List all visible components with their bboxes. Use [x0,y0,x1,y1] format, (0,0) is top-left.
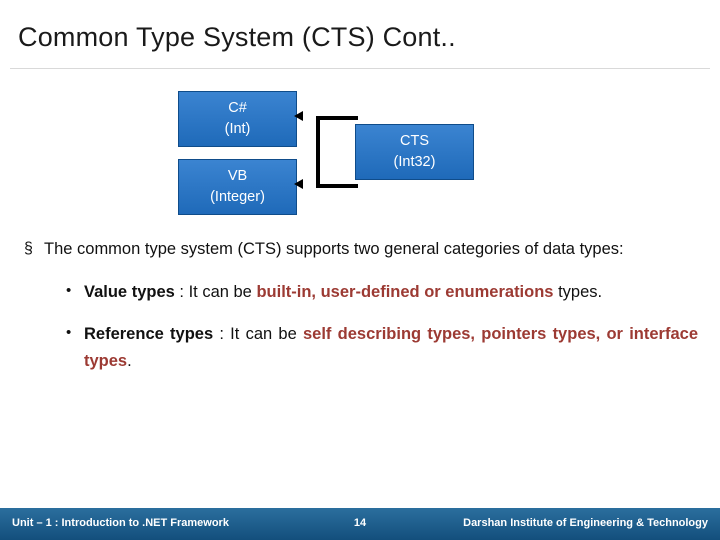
bullet-reference-types: • Reference types : It can be self descr… [18,321,698,374]
reference-types-tail: . [127,352,132,371]
diagram-box-vb: VB (Integer) [178,159,297,215]
slide-footer: Unit – 1 : Introduction to .NET Framewor… [0,508,720,540]
value-types-tail: types. [553,282,603,301]
reference-types-label: Reference types [84,325,214,344]
value-types-label: Value types [84,282,175,301]
diagram-box-vb-line1: VB [227,167,248,184]
value-types-highlight: built-in, user-defined or enumerations [256,282,554,301]
diagram-box-csharp: C# (Int) [178,91,297,147]
diagram-box-cts-line1: CTS [400,132,429,149]
diagram-box-csharp-line2: (Int) [224,121,251,137]
diagram-box-cts: CTS (Int32) [355,124,474,180]
arrow-to-vb-icon [294,179,303,189]
diagram-box-cts-line2: (Int32) [393,154,436,170]
reference-types-highlight: self describing types, pointers types, o… [84,325,698,371]
bullet-marker-section: § [24,240,33,257]
connector-horizontal-bottom [316,184,358,188]
connector-horizontal-top [316,116,358,120]
bullet-marker-dot-2: • [66,324,72,342]
footer-institute-label: Darshan Institute of Engineering & Techn… [463,517,708,529]
title-divider [10,68,710,69]
bullet-value-types: • Value types : It can be built-in, user… [18,279,698,306]
slide-body: § The common type system (CTS) supports … [18,236,708,375]
footer-unit-label: Unit – 1 : Introduction to .NET Framewor… [12,517,229,529]
connector-vertical [316,116,320,188]
footer-page-number: 14 [353,517,367,529]
diagram-box-csharp-line1: C# [228,99,247,116]
diagram-box-vb-line2: (Integer) [210,189,265,205]
arrow-to-csharp-icon [294,111,303,121]
bullet-main-text: The common type system (CTS) supports tw… [44,240,624,258]
bullet-main: § The common type system (CTS) supports … [18,236,698,263]
value-types-mid: : It can be [174,282,257,301]
page-title: Common Type System (CTS) Cont.. [18,22,456,52]
bullet-marker-dot-1: • [66,281,72,299]
cts-diagram: C# (Int) VB (Integer) CTS (Int32) [170,88,510,223]
reference-types-mid: : It can be [213,325,303,344]
